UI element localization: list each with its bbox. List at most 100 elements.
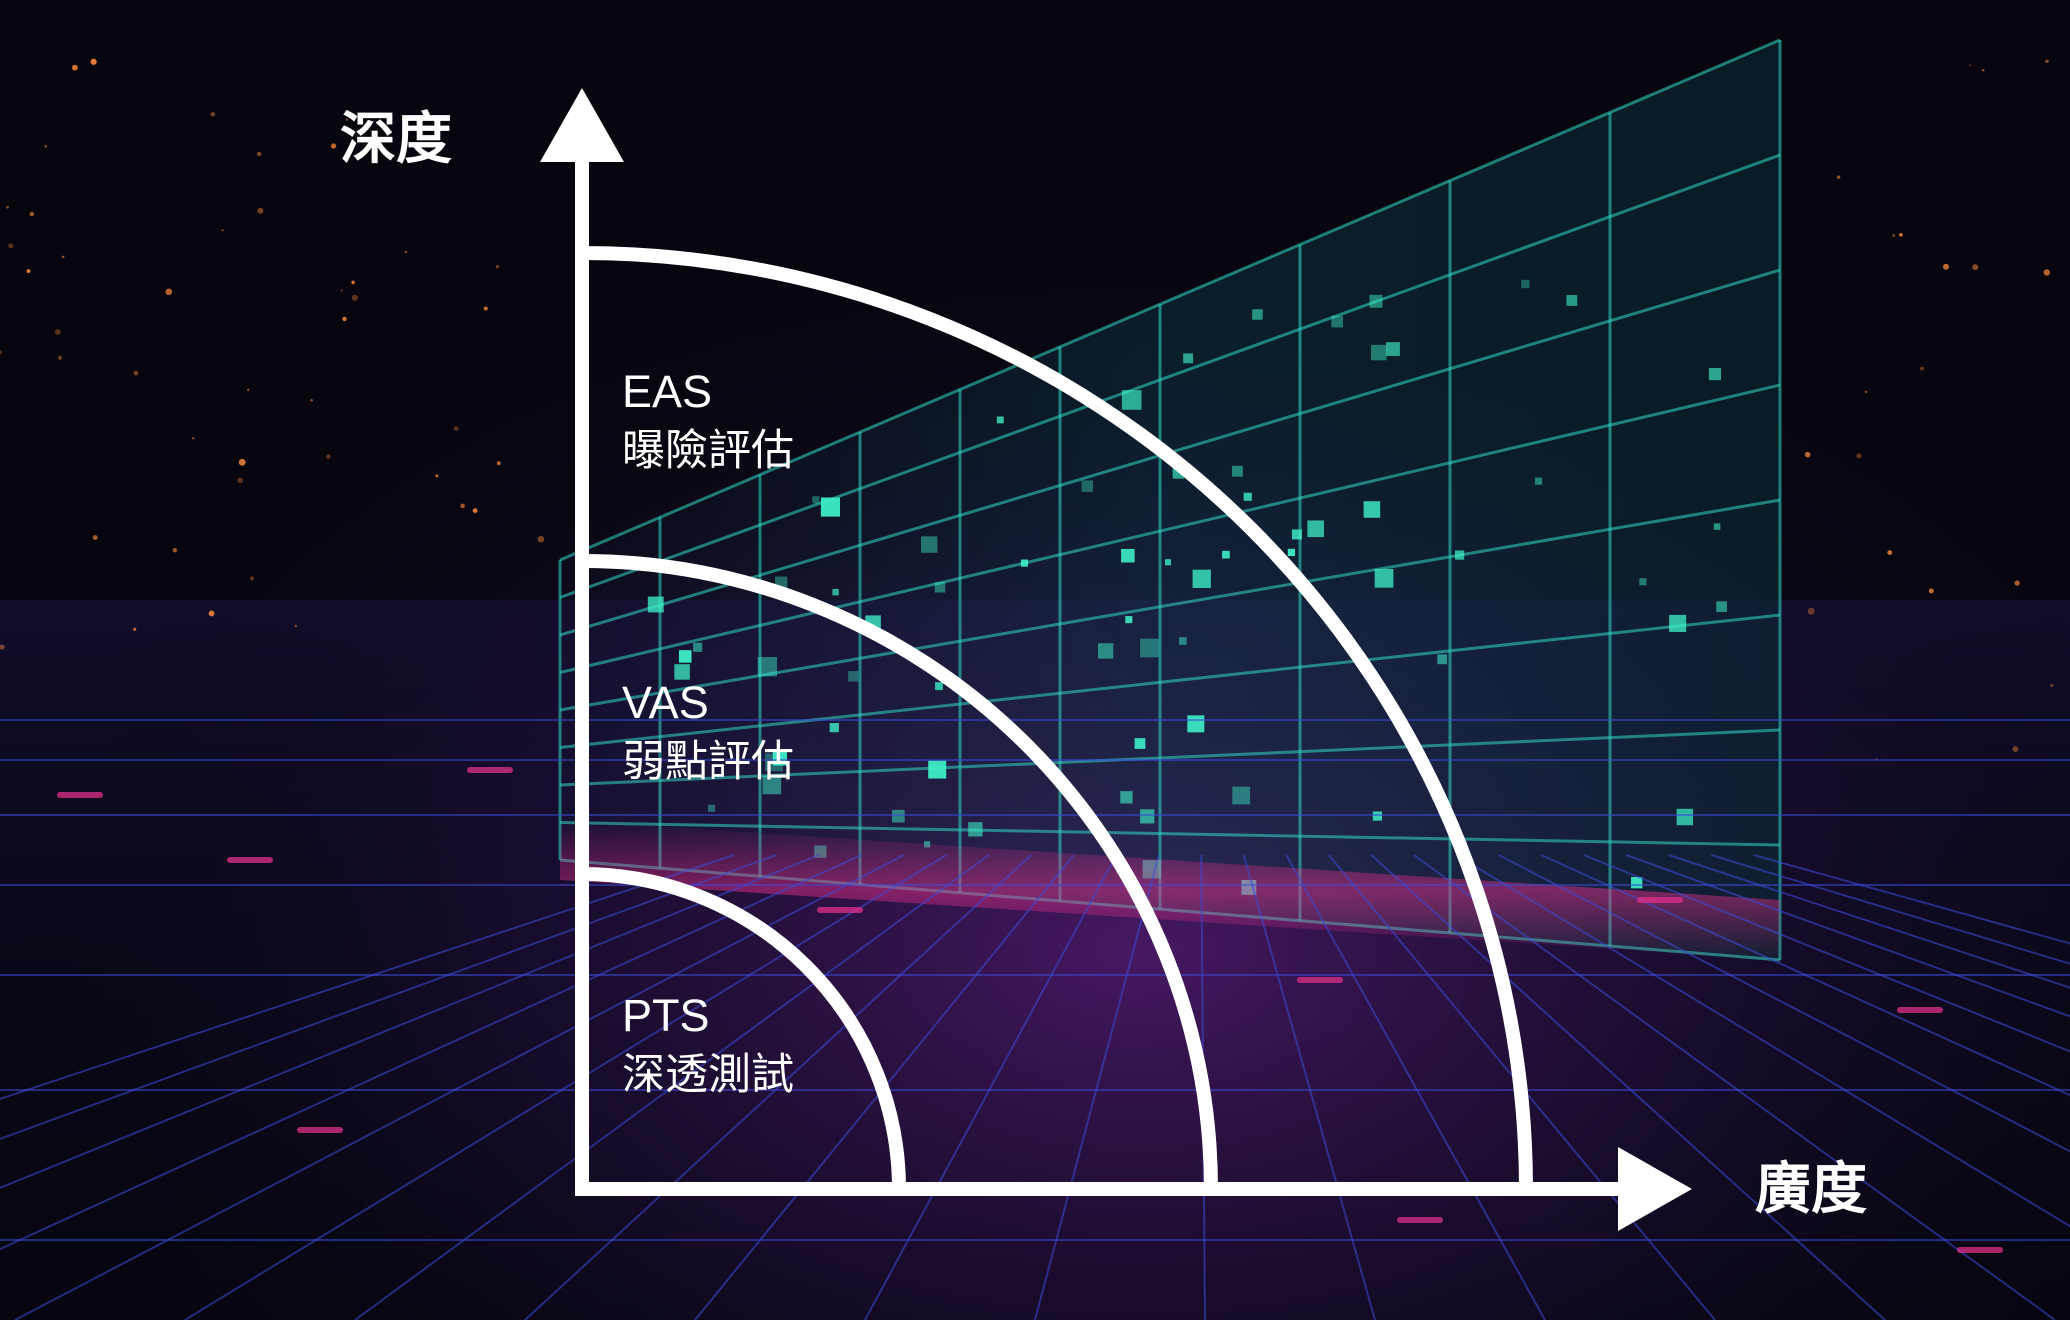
star-dot — [249, 576, 255, 581]
star-dot — [351, 280, 355, 285]
zone-vas: VAS 弱點評估 — [622, 677, 794, 787]
star-dot — [1969, 64, 1972, 67]
wall-light-cell — [1020, 559, 1029, 567]
star-dot — [495, 265, 500, 269]
wall-light-cell — [674, 664, 690, 680]
x-axis-arrow-icon — [1618, 1147, 1692, 1231]
star-dot — [90, 58, 97, 65]
floor-grid-line — [1498, 854, 2070, 1153]
wall-light-cell — [1125, 616, 1133, 624]
star-dot — [342, 316, 347, 322]
floor-grid-line — [1668, 854, 2070, 989]
floor-grid-line — [524, 854, 1032, 1320]
star-dot — [6, 205, 9, 209]
wall-light-cell — [892, 809, 905, 823]
floor-grid-line — [1242, 854, 1376, 1320]
floor-grid-line — [1625, 854, 2070, 1018]
floor-grid-line — [1710, 854, 2070, 965]
wall-light-cell — [1081, 480, 1094, 492]
star-dot — [221, 229, 224, 232]
y-axis-arrow-icon — [540, 88, 624, 162]
star-dot — [0, 644, 5, 650]
wall-grid-line — [559, 613, 1781, 749]
wall-light-cell — [1232, 786, 1251, 805]
wall-light-cell — [1140, 638, 1159, 658]
wall-light-cell — [762, 775, 782, 795]
star-dot — [1892, 233, 1896, 238]
star-dot — [61, 255, 65, 259]
star-dot — [1920, 366, 1924, 371]
wall-light-cell — [1386, 342, 1400, 356]
wall-light-cell — [928, 760, 947, 779]
star-dot — [133, 370, 139, 376]
star-dot — [404, 250, 408, 254]
wall-light-cell — [1134, 738, 1146, 749]
star-dot — [1887, 550, 1893, 556]
star-dot — [192, 437, 195, 440]
zone-eas-code: EAS — [622, 366, 712, 417]
wall-light-cell — [832, 588, 839, 596]
wall-light-cell — [1437, 654, 1448, 665]
wall-light-cell — [1713, 523, 1721, 530]
zone-eas-name: 曝險評估 — [622, 426, 794, 476]
zone-arcs — [581, 246, 1533, 1190]
wall-light-cell — [996, 416, 1004, 424]
wall-light-cell — [1179, 637, 1187, 645]
wall-light-cell — [1287, 548, 1296, 557]
star-dot — [2012, 746, 2019, 753]
wall-light-cell — [820, 497, 841, 517]
star-dot — [453, 426, 459, 431]
wall-light-cell — [1454, 550, 1465, 560]
star-dot — [1899, 232, 1903, 237]
wall-light-cell — [1374, 569, 1394, 588]
wall-light-cell — [829, 722, 839, 733]
wall-light-cell — [1708, 368, 1722, 381]
wall-light-cell — [1363, 501, 1381, 518]
axes — [575, 150, 1625, 1196]
wall-light-cell — [757, 656, 778, 677]
zone-vas-name: 弱點評估 — [622, 737, 794, 787]
floor-grid-line — [0, 854, 777, 1141]
star-dot — [2045, 59, 2049, 64]
wall-light-cell — [647, 596, 664, 613]
x-axis-label: 廣度 — [1755, 1157, 1867, 1222]
wall-light-cell — [1121, 548, 1135, 563]
wall-light-cell — [678, 650, 692, 663]
star-dot — [326, 454, 331, 459]
wall-light-cell — [848, 671, 859, 682]
pts-boundary-arc — [581, 867, 906, 1190]
star-dot — [472, 508, 478, 514]
wall-light-cell — [1172, 467, 1185, 479]
floor-grid-line — [864, 854, 1118, 1320]
floor-grid-line — [1370, 854, 1886, 1320]
wall-light-cell — [921, 536, 938, 553]
wall-light-cell — [693, 642, 703, 652]
star-dot — [1928, 588, 1934, 594]
wall-light-cell — [1371, 344, 1387, 361]
wall-light-cell — [1187, 715, 1205, 733]
wall-light-cell — [1716, 601, 1727, 613]
wall-light-cell — [1291, 529, 1302, 540]
star-dot — [26, 269, 31, 273]
wall-light-cell — [1566, 295, 1578, 306]
vas-boundary-arc — [581, 554, 1218, 1190]
wall-light-cell — [1521, 279, 1530, 289]
floor-grid-line — [354, 854, 990, 1320]
wall-light-cell — [1097, 643, 1114, 659]
zone-pts-name: 深透測試 — [622, 1050, 794, 1100]
star-dot — [29, 211, 34, 217]
wall-light-cell — [1331, 315, 1344, 328]
wall-light-cell — [1669, 614, 1687, 632]
star-dot — [2014, 580, 2020, 586]
zone-eas: EAS 曝險評估 — [622, 366, 794, 476]
wall-light-cell — [772, 751, 788, 766]
star-dot — [57, 355, 62, 360]
star-dot — [435, 474, 439, 478]
wall-light-cell — [1243, 492, 1252, 501]
star-dot — [483, 306, 488, 311]
floor-grid-line — [0, 854, 862, 1251]
wall-light-cell — [1222, 550, 1230, 559]
wall-light-cell — [1192, 569, 1211, 589]
